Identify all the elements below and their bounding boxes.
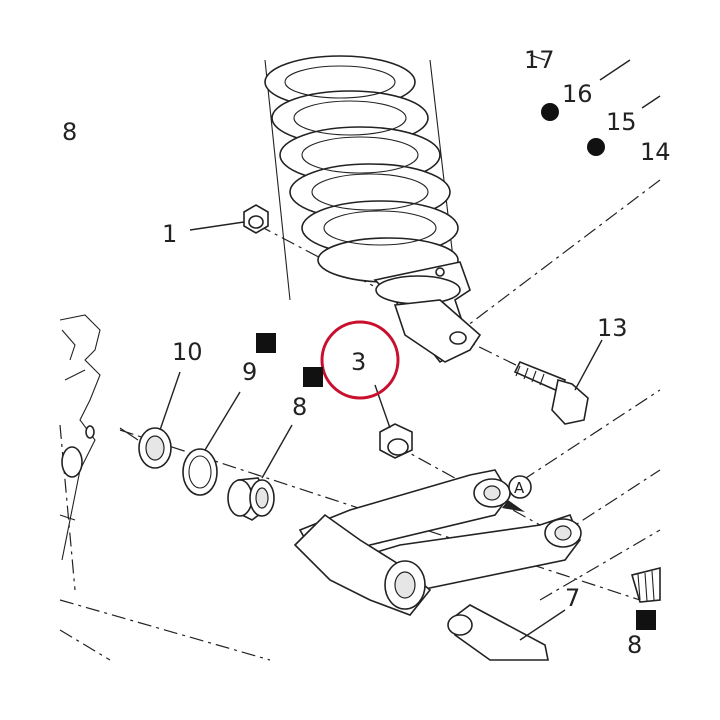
callout-labels: 8 1 17 16 15 14 13 3 10 9 8 A 7 8 bbox=[62, 46, 671, 659]
part-13-bolt bbox=[513, 339, 603, 425]
dot-marker bbox=[541, 103, 559, 121]
leader-lines bbox=[529, 54, 661, 109]
shock-absorber bbox=[264, 55, 482, 364]
part-10-seal bbox=[138, 371, 181, 469]
part-7-pin bbox=[447, 604, 566, 661]
detail-a-marker bbox=[508, 475, 532, 499]
square-marker bbox=[303, 367, 323, 387]
callout-8-topleft: 8 bbox=[62, 118, 77, 146]
callout-3: 3 bbox=[351, 348, 366, 376]
callout-16: 16 bbox=[562, 80, 593, 108]
callout-8-mid: 8 bbox=[292, 393, 307, 421]
linkage-assembly bbox=[293, 469, 582, 616]
square-marker bbox=[256, 333, 276, 353]
highlight-circle bbox=[320, 320, 400, 400]
part-1-nut bbox=[189, 204, 269, 234]
part-9-ring bbox=[182, 391, 241, 496]
shock-lower-eye bbox=[373, 261, 482, 364]
callout-14: 14 bbox=[640, 138, 671, 166]
part-8-bushing bbox=[227, 424, 293, 521]
callout-15: 15 bbox=[606, 108, 637, 136]
callout-9: 9 bbox=[242, 358, 257, 386]
dot-marker bbox=[587, 138, 605, 156]
callout-10: 10 bbox=[172, 338, 203, 366]
callout-7: 7 bbox=[565, 584, 580, 612]
callout-1: 1 bbox=[162, 220, 177, 248]
detail-a-label: A bbox=[514, 479, 525, 497]
frame-fragment bbox=[59, 314, 139, 561]
callout-17: 17 bbox=[524, 46, 555, 74]
square-marker bbox=[636, 610, 656, 630]
part-3-nut bbox=[320, 320, 413, 459]
callout-13: 13 bbox=[597, 314, 628, 342]
threaded-bolt bbox=[630, 566, 661, 603]
markers bbox=[256, 103, 656, 630]
spring-coils bbox=[264, 55, 459, 283]
callout-8-bottomright: 8 bbox=[627, 631, 642, 659]
